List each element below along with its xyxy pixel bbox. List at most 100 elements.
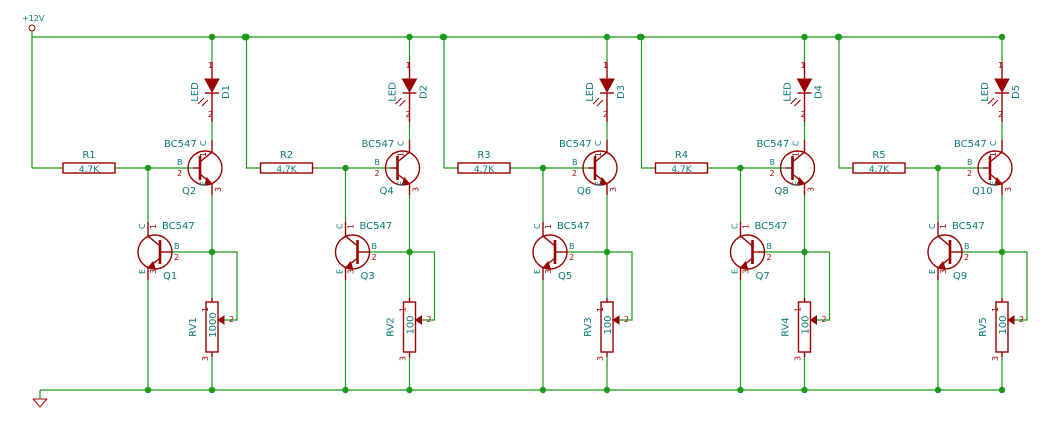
svg-text:E: E — [138, 269, 147, 274]
led-type: LED — [980, 82, 991, 102]
transistor-ref: Q7 — [756, 271, 770, 282]
svg-text:E: E — [989, 181, 998, 186]
svg-text:3: 3 — [794, 356, 803, 361]
svg-text:2: 2 — [822, 315, 827, 324]
svg-text:1: 1 — [596, 307, 605, 312]
svg-text:2: 2 — [177, 169, 182, 178]
pot-ref: RV4 — [781, 317, 792, 337]
svg-text:3: 3 — [1004, 187, 1013, 192]
resistor-value: 4.7K — [276, 165, 297, 175]
svg-text:2: 2 — [427, 315, 432, 324]
svg-text:3: 3 — [991, 356, 1000, 361]
supply-label: +12V — [22, 14, 45, 23]
transistor-ref: Q3 — [361, 271, 375, 282]
svg-text:B: B — [375, 158, 381, 167]
transistor-ref: Q10 — [972, 186, 993, 197]
svg-text:1: 1 — [544, 224, 553, 229]
resistor-r1: R14.7K — [62, 150, 116, 175]
resistor-r3: R34.7K — [457, 150, 511, 175]
svg-text:2: 2 — [1019, 315, 1024, 324]
svg-text:C: C — [533, 223, 542, 229]
pot-value: 100 — [998, 315, 1009, 334]
svg-text:B: B — [572, 158, 578, 167]
svg-text:2: 2 — [174, 253, 179, 262]
resistor-ref: R2 — [280, 150, 293, 161]
led-ref: D4 — [814, 85, 825, 99]
svg-text:2: 2 — [569, 253, 574, 262]
svg-text:C: C — [336, 223, 345, 229]
svg-text:2: 2 — [801, 110, 806, 119]
svg-text:2: 2 — [770, 169, 775, 178]
transistor-type: BC547 — [164, 139, 197, 150]
svg-text:1: 1 — [991, 307, 1000, 312]
svg-text:1: 1 — [801, 61, 806, 70]
svg-text:E: E — [594, 181, 603, 186]
led-type: LED — [388, 82, 399, 102]
svg-text:1: 1 — [208, 61, 213, 70]
svg-text:E: E — [731, 269, 740, 274]
svg-text:B: B — [177, 158, 183, 167]
pot-value: 100 — [406, 315, 417, 334]
supply-terminal: +12V — [22, 14, 45, 32]
led-ref: D1 — [221, 85, 232, 99]
svg-text:B: B — [569, 242, 575, 251]
svg-text:B: B — [174, 242, 180, 251]
pot-ref: RV5 — [978, 317, 989, 337]
svg-text:3: 3 — [609, 187, 618, 192]
svg-text:E: E — [792, 181, 801, 186]
svg-text:1: 1 — [794, 307, 803, 312]
svg-text:3: 3 — [544, 269, 553, 274]
svg-text:E: E — [533, 269, 542, 274]
transistor-ref: Q5 — [558, 271, 572, 282]
svg-text:1: 1 — [939, 224, 948, 229]
svg-text:3: 3 — [596, 356, 605, 361]
svg-text:1: 1 — [149, 224, 158, 229]
svg-text:1: 1 — [347, 224, 356, 229]
bus-wires — [31, 31, 1005, 399]
led-type: LED — [585, 82, 596, 102]
svg-text:1: 1 — [199, 152, 208, 157]
svg-text:1: 1 — [792, 152, 801, 157]
svg-text:1: 1 — [399, 307, 408, 312]
svg-text:1: 1 — [406, 61, 411, 70]
svg-text:B: B — [767, 242, 773, 251]
svg-text:C: C — [989, 140, 998, 146]
svg-text:2: 2 — [375, 169, 380, 178]
svg-text:C: C — [138, 223, 147, 229]
svg-text:1: 1 — [989, 152, 998, 157]
svg-text:3: 3 — [939, 269, 948, 274]
svg-text:3: 3 — [742, 269, 751, 274]
led-type: LED — [783, 82, 794, 102]
svg-text:B: B — [372, 242, 378, 251]
svg-text:2: 2 — [372, 253, 377, 262]
resistor-r4: R44.7K — [654, 150, 709, 175]
svg-text:3: 3 — [149, 269, 158, 274]
transistor-ref: Q1 — [163, 271, 177, 282]
transistor-type: BC547 — [952, 221, 985, 232]
resistor-r5: R54.7K — [852, 150, 906, 175]
svg-text:2: 2 — [603, 110, 608, 119]
svg-text:2: 2 — [964, 253, 969, 262]
transistor-ref: Q4 — [380, 186, 394, 197]
resistor-ref: R1 — [82, 150, 95, 161]
svg-text:2: 2 — [406, 110, 411, 119]
svg-text:E: E — [397, 181, 406, 186]
transistor-type: BC547 — [162, 221, 195, 232]
svg-text:B: B — [770, 158, 776, 167]
svg-text:1: 1 — [603, 61, 608, 70]
svg-text:B: B — [964, 242, 970, 251]
svg-text:3: 3 — [214, 187, 223, 192]
resistor-ref: R5 — [872, 150, 885, 161]
svg-text:C: C — [731, 223, 740, 229]
